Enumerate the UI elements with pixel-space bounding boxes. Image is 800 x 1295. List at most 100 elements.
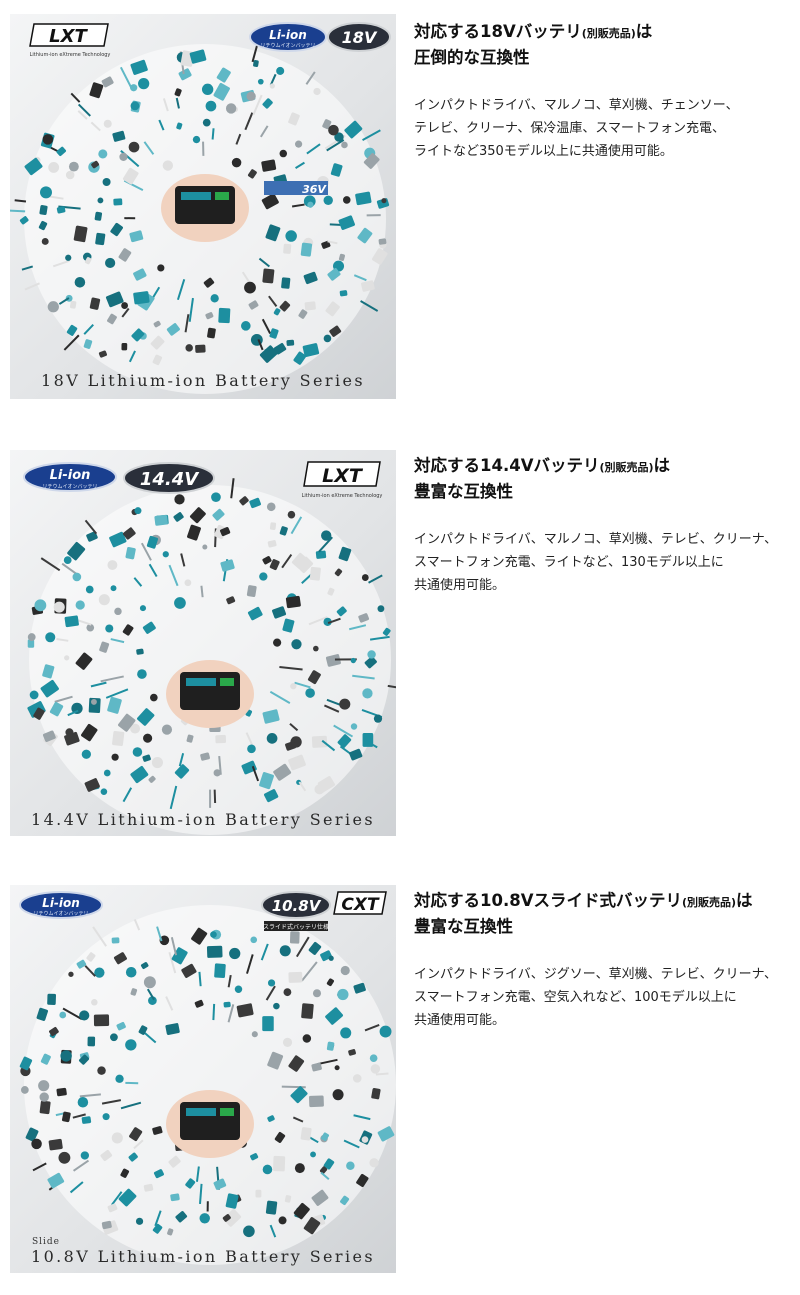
description: インパクトドライバ、ジグソー、草刈機、テレビ、クリーナ、 スマートフォン充電、空…: [414, 963, 798, 1032]
tool-item: [99, 641, 110, 653]
tool-collage-10-8v: [19, 905, 396, 1265]
tool-item: [223, 1209, 242, 1227]
tool-item: [362, 688, 373, 699]
tool-item: [247, 169, 257, 179]
tool-item: [323, 617, 332, 626]
tool-item: [65, 254, 72, 261]
description: インパクトドライバ、マルノコ、草刈機、テレビ、クリーナ、 スマートフォン充電、ラ…: [414, 528, 798, 597]
tool-item: [303, 271, 318, 285]
tool-item: [184, 579, 192, 587]
tool-item: [250, 936, 258, 944]
tool-item: [168, 1155, 181, 1168]
lxt-subtext: Lithium-ion eXtreme Technology: [30, 52, 111, 58]
tool-item: [200, 585, 204, 598]
tool-item: [267, 540, 277, 548]
tool-item: [119, 66, 133, 90]
tool-item: [313, 87, 321, 96]
tool-item: [247, 606, 263, 621]
tool-item: [329, 325, 342, 337]
liion-text: Li-ion: [50, 468, 91, 483]
liion-badge: Li-ion リチウムイオンバッテリ: [19, 891, 103, 919]
tool-item: [187, 524, 201, 541]
tool-item: [239, 496, 249, 506]
voltage-text: 18V: [342, 28, 378, 47]
tool-item: [258, 257, 270, 268]
heading-line2: 豊富な互換性: [414, 482, 513, 501]
tool-item: [24, 157, 43, 176]
tool-item: [273, 308, 281, 316]
tool-item: [298, 781, 307, 792]
tool-item: [285, 741, 297, 751]
tool-item: [19, 216, 29, 225]
tool-item: [269, 522, 277, 530]
tool-item: [170, 1193, 180, 1202]
tool-item: [229, 947, 241, 960]
tool-item: [150, 335, 165, 350]
tool-item: [162, 98, 169, 112]
tool-item: [269, 1224, 277, 1238]
text-column-18v: 対応する18Vバッテリ(別販売品)は 圧倒的な互換性 インパクトドライバ、マルノ…: [414, 20, 798, 163]
tool-item: [325, 654, 341, 667]
tool-item: [97, 1066, 106, 1075]
tool-item: [42, 134, 54, 145]
tool-item: [174, 764, 190, 779]
tool-item: [281, 277, 291, 289]
tool-item: [105, 291, 124, 308]
tool-item: [174, 597, 186, 609]
tool-item: [210, 931, 217, 938]
tool-item: [338, 253, 346, 261]
tool-item: [350, 657, 356, 664]
tool-item: [115, 1074, 124, 1083]
tool-item: [143, 976, 156, 989]
tool-item: [129, 1127, 143, 1142]
tool-item: [344, 120, 363, 139]
tool-item: [269, 559, 280, 571]
tool-item: [337, 734, 352, 748]
tool-item: [293, 1202, 310, 1220]
tool-item: [118, 713, 136, 732]
tool-item: [257, 78, 264, 85]
tool-item: [146, 988, 155, 1001]
tool-item: [304, 301, 316, 311]
tool-item: [306, 143, 321, 155]
tool-item: [166, 323, 180, 336]
tool-item: [203, 277, 215, 288]
tool-item: [162, 160, 174, 171]
tool-item: [307, 201, 314, 208]
tool-item: [120, 1101, 142, 1110]
liion-text: Li-ion: [269, 28, 307, 42]
liion-badge: Li-ion リチウムイオンバッテリ: [249, 22, 327, 52]
tool-item: [130, 84, 138, 92]
tool-item: [369, 1054, 378, 1062]
tool-item: [279, 945, 291, 957]
tool-item: [153, 1169, 164, 1179]
battery-pack: [180, 672, 240, 710]
tool-item: [314, 784, 325, 795]
tool-item: [246, 585, 257, 598]
tool-item: [180, 553, 186, 567]
tool-item: [87, 1036, 96, 1047]
tool-item: [174, 88, 182, 97]
tool-item: [21, 265, 34, 271]
tool-item: [262, 1164, 273, 1175]
tool-item: [94, 211, 103, 221]
tool-item: [302, 343, 320, 357]
tool-item: [77, 1096, 89, 1108]
tool-item: [365, 740, 378, 749]
tool-item: [371, 1088, 381, 1100]
tool-item: [350, 723, 358, 730]
tool-item: [81, 1116, 92, 1124]
tool-item: [84, 519, 98, 535]
text-column-10-8v: 対応する10.8Vスライド式バッテリ(別販売品)は 豊富な互換性 インパクトドラ…: [414, 889, 798, 1032]
tool-item: [357, 227, 373, 244]
tool-item: [143, 141, 155, 155]
tool-item: [111, 753, 119, 761]
tool-item: [302, 1034, 312, 1043]
tool-item: [341, 141, 348, 149]
tool-item: [130, 59, 148, 75]
heading-suffix: は: [736, 891, 753, 910]
tool-item: [253, 60, 259, 68]
battery-pack: [180, 1102, 240, 1140]
tool-item: [286, 339, 295, 346]
tool-item: [363, 153, 380, 169]
